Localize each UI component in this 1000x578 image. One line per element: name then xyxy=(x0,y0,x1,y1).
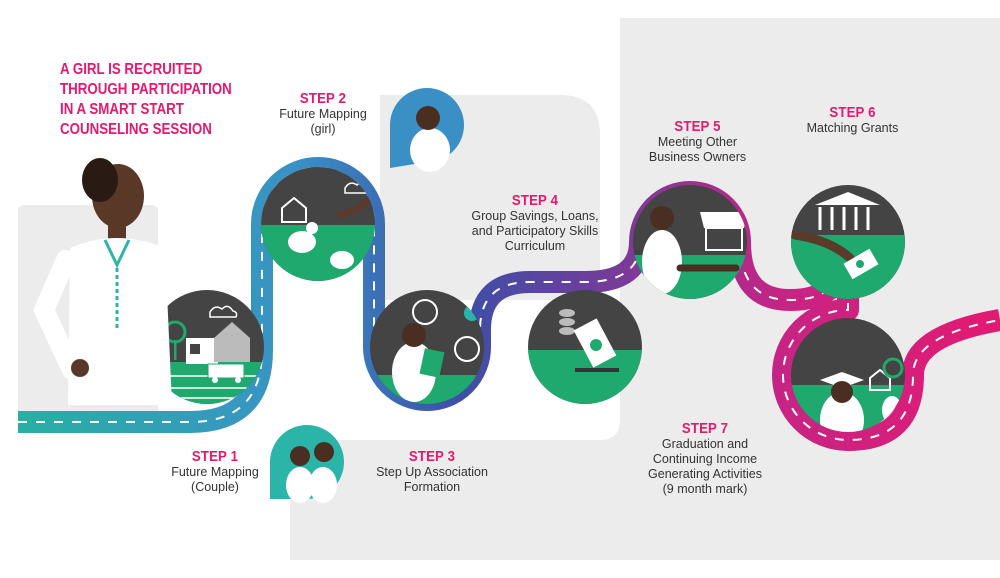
step-desc: Business Owners xyxy=(648,150,747,164)
intro-text: A GIRL IS RECRUITED THROUGH PARTICIPATIO… xyxy=(60,60,280,140)
step-desc: Group Savings, Loans, xyxy=(471,209,599,223)
step-desc: Step Up Association xyxy=(376,465,488,479)
step-circles xyxy=(150,167,905,432)
step-desc: Continuing Income xyxy=(652,452,758,466)
step-desc: Future Mapping xyxy=(279,107,367,121)
step-desc: (girl) xyxy=(310,122,336,136)
step2-label: STEP 2 Future Mapping (girl) xyxy=(258,90,388,137)
step1-label: STEP 1 Future Mapping (Couple) xyxy=(150,448,280,495)
step5-label: STEP 5 Meeting Other Business Owners xyxy=(630,118,765,165)
step2-scene xyxy=(261,167,375,281)
step-title: STEP 6 xyxy=(829,104,876,121)
intro-line: A GIRL IS RECRUITED xyxy=(60,61,203,78)
step6-label: STEP 6 Matching Grants xyxy=(790,104,915,136)
step-desc: Graduation and xyxy=(661,437,749,451)
step-desc: Meeting Other xyxy=(657,135,738,149)
step-desc: Future Mapping xyxy=(171,465,259,479)
step2-portrait xyxy=(390,88,464,172)
step5-scene xyxy=(633,185,747,299)
step-desc: and Participatory Skills xyxy=(471,224,599,238)
girl-figure xyxy=(33,158,172,405)
step-desc: Curriculum xyxy=(504,239,566,253)
step-title: STEP 3 xyxy=(408,448,456,465)
step-title: STEP 1 xyxy=(191,448,239,465)
step-title: STEP 7 xyxy=(681,420,729,437)
step-title: STEP 2 xyxy=(299,90,347,107)
step7-scene xyxy=(791,318,905,432)
intro-line: COUNSELING SESSION xyxy=(60,121,212,138)
step-desc: Matching Grants xyxy=(806,121,899,135)
step-title: STEP 5 xyxy=(674,118,721,135)
step4-label: STEP 4 Group Savings, Loans, and Partici… xyxy=(455,192,615,254)
step1-portrait xyxy=(270,425,344,503)
step3-label: STEP 3 Step Up Association Formation xyxy=(362,448,502,495)
step-desc: Generating Activities xyxy=(648,467,762,481)
step-desc: Formation xyxy=(403,480,461,494)
step-title: STEP 4 xyxy=(511,192,559,209)
step6-scene xyxy=(791,185,905,299)
step-desc: (9 month mark) xyxy=(662,482,748,496)
step-desc: (Couple) xyxy=(191,480,239,494)
intro-line: IN A SMART START xyxy=(60,101,184,118)
step7-label: STEP 7 Graduation and Continuing Income … xyxy=(630,420,780,497)
intro-line: THROUGH PARTICIPATION xyxy=(60,81,232,98)
